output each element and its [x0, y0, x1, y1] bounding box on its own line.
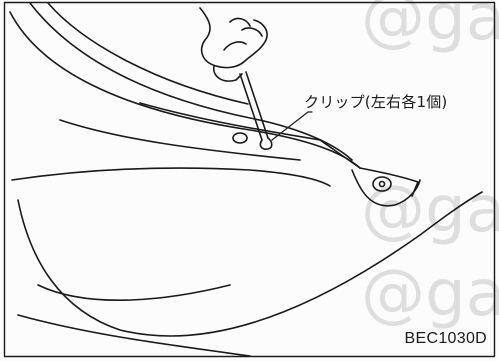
bumper-curve-inner [37, 284, 231, 301]
body-contour-upper [9, 11, 361, 169]
hand-outline [199, 7, 268, 82]
hand-fingers [229, 17, 263, 37]
panel-edge-mid [59, 119, 301, 161]
bumper-curve [17, 191, 483, 337]
body-contour-upper-3 [47, 2, 249, 105]
clip-hole [232, 132, 248, 144]
screwdriver-tip [259, 137, 273, 150]
clip-callout-label: クリップ(左右各1個) [304, 93, 448, 111]
clip-hole-right-inner [378, 180, 386, 188]
figure-code: BEC1030D [404, 330, 487, 347]
body-contour-upper-2 [29, 2, 353, 161]
lower-panel-curve [17, 314, 251, 357]
figure-border [3, 1, 496, 358]
clip-hole-right [372, 176, 392, 192]
screwdriver-shaft [239, 71, 269, 141]
bumper-top-right [359, 167, 419, 197]
callout-leader [271, 111, 313, 141]
bumper-side [351, 169, 421, 207]
panel-edge-lower [11, 167, 331, 187]
panel-edge [139, 102, 361, 169]
